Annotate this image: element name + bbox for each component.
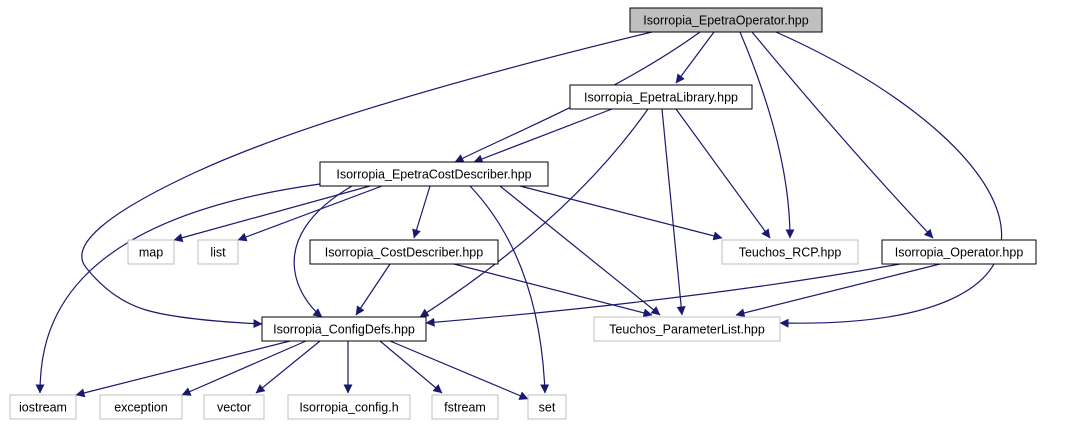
edge-n0-n8: [81, 31, 653, 329]
node-box: [527, 394, 567, 420]
edge-n2-n3: [173, 185, 371, 243]
edge-n2-n8: [293, 185, 353, 318]
edge-n2-n4: [237, 185, 383, 242]
edge-n2-n6: [519, 185, 723, 241]
node-label: list: [210, 246, 226, 260]
edge-n0-n6: [739, 31, 795, 239]
edge-n1-n2: [473, 108, 613, 164]
edge-n8-n11: [181, 340, 307, 396]
node-label: Teuchos_ParameterList.hpp: [609, 323, 765, 337]
edge-n2-n9: [499, 185, 661, 316]
node-n15: set: [527, 394, 567, 420]
node-label: Teuchos_RCP.hpp: [739, 246, 842, 260]
edge-n1-n8: [419, 108, 649, 318]
edge-n2-n10: [35, 183, 321, 394]
node-label: exception: [114, 401, 168, 415]
edge-n8-n12: [255, 340, 321, 394]
node-box: [319, 161, 549, 187]
node-n7[interactable]: Isorropia_Operator.hpp: [881, 239, 1037, 265]
node-box: [9, 394, 77, 420]
node-box: [197, 239, 239, 265]
node-n2[interactable]: Isorropia_EpetraCostDescriber.hpp: [319, 161, 549, 187]
node-label: map: [139, 246, 163, 260]
node-box: [629, 7, 823, 33]
node-label: Isorropia_EpetraCostDescriber.hpp: [336, 168, 531, 182]
node-box: [431, 394, 499, 420]
node-label: fstream: [444, 401, 486, 415]
node-label: Isorropia_EpetraOperator.hpp: [643, 14, 808, 28]
node-label: Isorropia_EpetraLibrary.hpp: [584, 91, 738, 105]
node-box: [203, 394, 265, 420]
edges-layer: [35, 31, 1003, 400]
edge-n2-n5: [412, 185, 431, 239]
node-n10: iostream: [9, 394, 77, 420]
node-n11: exception: [99, 394, 183, 420]
edge-n1-n6: [675, 108, 771, 239]
node-box: [593, 316, 781, 342]
edge-n2-n15: [469, 185, 550, 394]
node-n12: vector: [203, 394, 265, 420]
edge-n7-n8: [425, 263, 901, 327]
node-n8[interactable]: Isorropia_ConfigDefs.hpp: [261, 316, 427, 342]
node-n6: Teuchos_RCP.hpp: [721, 239, 859, 265]
edge-n8-n14: [379, 340, 443, 394]
node-n1[interactable]: Isorropia_EpetraLibrary.hpp: [569, 84, 753, 110]
node-n5[interactable]: Isorropia_CostDescriber.hpp: [309, 239, 499, 265]
node-n13: Isorropia_config.h: [287, 394, 411, 420]
edge-n0-n7: [751, 31, 934, 239]
node-box: [127, 239, 175, 265]
node-n4: list: [197, 239, 239, 265]
edge-n5-n9: [453, 263, 653, 318]
node-box: [309, 239, 499, 265]
node-box: [99, 394, 183, 420]
edge-n8-n15: [389, 340, 529, 400]
node-n9: Teuchos_ParameterList.hpp: [593, 316, 781, 342]
node-label: Isorropia_CostDescriber.hpp: [325, 246, 483, 260]
edge-n7-n9: [735, 263, 941, 318]
node-label: set: [539, 401, 556, 415]
edge-n0-n9: [775, 31, 1003, 328]
node-box: [569, 84, 753, 110]
edge-n5-n8: [355, 263, 391, 316]
edge-n1-n9: [661, 108, 686, 316]
nodes-layer: Isorropia_EpetraOperator.hppIsorropia_Ep…: [9, 7, 1037, 420]
node-box: [261, 316, 427, 342]
node-n0[interactable]: Isorropia_EpetraOperator.hpp: [629, 7, 823, 33]
node-label: Isorropia_config.h: [299, 401, 398, 415]
node-box: [721, 239, 859, 265]
node-n3: map: [127, 239, 175, 265]
node-n14: fstream: [431, 394, 499, 420]
node-label: Isorropia_Operator.hpp: [895, 246, 1024, 260]
node-label: iostream: [19, 401, 67, 415]
node-box: [287, 394, 411, 420]
node-label: Isorropia_ConfigDefs.hpp: [273, 323, 415, 337]
edge-n8-n10: [75, 340, 291, 398]
edge-n0-n1: [675, 31, 715, 84]
node-box: [881, 239, 1037, 265]
node-label: vector: [217, 401, 251, 415]
